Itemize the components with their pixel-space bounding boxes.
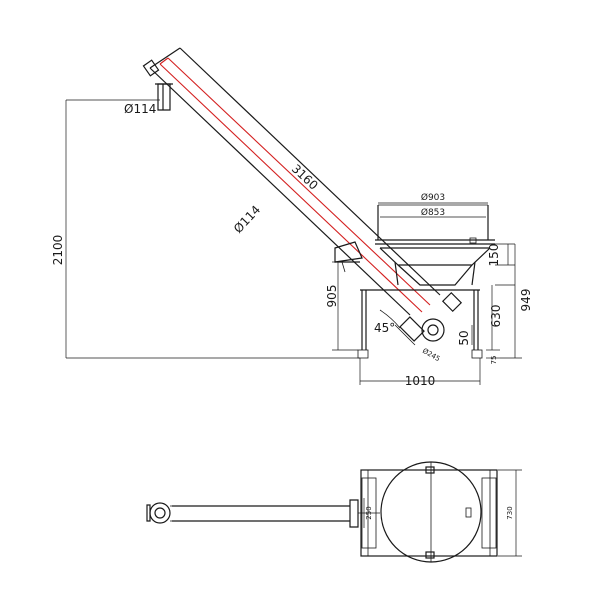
discharge-outlet (155, 83, 173, 111)
side-view: 2100 Ø114 3160 Ø114 (51, 47, 533, 388)
support-frame (357, 289, 483, 359)
label-inlet-width: 250 (365, 506, 373, 519)
label-frame-width: 1010 (405, 374, 436, 388)
dim-905: 905 (325, 261, 358, 351)
label-hopper-outer: Ø903 (421, 192, 445, 203)
inclined-screw-tube (142, 47, 441, 316)
label-outlet-diameter: Ø114 (124, 102, 156, 116)
label-motor-flange: Ø245 (421, 347, 441, 363)
hopper (375, 204, 515, 286)
label-tube-diameter: Ø114 (231, 203, 263, 236)
label-angle: 45° (374, 321, 395, 335)
dim-2100: 2100 (51, 99, 360, 359)
dim-right-stack: 150 630 75 949 (486, 244, 533, 365)
label-overall-depth: 730 (506, 506, 514, 519)
label-hopper-body: 630 (489, 305, 503, 328)
label-2100: 2100 (51, 235, 65, 266)
label-hopper-upper: 150 (487, 244, 501, 267)
drive-motor (394, 291, 463, 346)
dim-1010: 1010 (359, 358, 481, 388)
label-foot-height: 75 (490, 356, 498, 365)
label-hopper-height: 949 (519, 289, 533, 312)
label-motor-offset: 50 (457, 330, 471, 345)
dim-hopper-diameters: Ø903 Ø853 (378, 192, 488, 218)
plan-view: 250 730 (146, 461, 522, 563)
label-hopper-inner: Ø853 (421, 207, 445, 218)
label-inlet-height: 905 (325, 285, 339, 308)
plan-screw-tube (146, 499, 380, 528)
